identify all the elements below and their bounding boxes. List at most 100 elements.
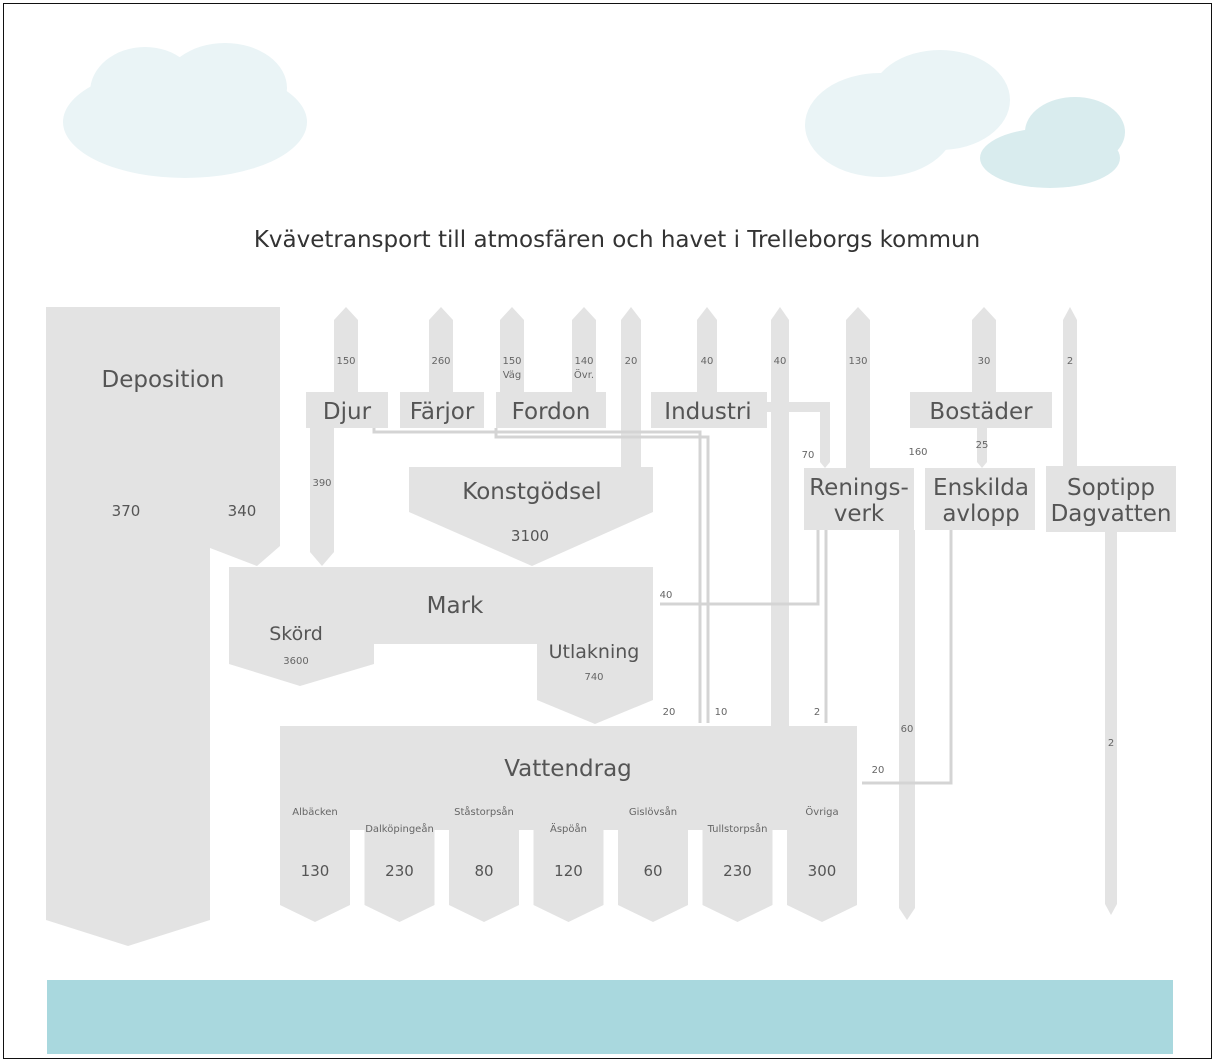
diagram-title: Kvävetransport till atmosfären och havet…	[254, 227, 980, 253]
konstgodsel-block	[409, 467, 653, 566]
arrow-soptipp-to-sea	[1105, 532, 1117, 915]
sea-band	[47, 980, 1173, 1054]
line-djur-to-vattendrag	[372, 428, 702, 723]
arrow-up-fordon-ovr	[572, 307, 596, 394]
river-arrow	[618, 828, 688, 922]
river-value: 300	[808, 862, 837, 880]
value-farjor-up: 260	[431, 356, 450, 367]
line-fordon-to-vattendrag	[494, 428, 710, 723]
river-name: Övriga	[805, 805, 838, 818]
value-enskilda-to-vattendrag: 20	[872, 765, 885, 776]
value-reningsverk-up: 130	[848, 356, 867, 367]
river-arrow	[533, 828, 604, 922]
soptipp-block	[1046, 466, 1176, 532]
utlakning-label: Utlakning	[549, 641, 640, 663]
label-ovr: Övr.	[574, 368, 594, 381]
label-vag: Väg	[503, 370, 522, 381]
value-industri-up: 40	[701, 356, 714, 367]
vattendrag-label: Vattendrag	[504, 756, 632, 782]
deposition-block	[46, 307, 210, 946]
deposition-label: Deposition	[102, 367, 225, 393]
arrow-up-soptipp	[1063, 307, 1077, 470]
utlakning-value: 740	[584, 672, 603, 683]
farjor-label: Färjor	[410, 399, 475, 425]
value-fordon-ovr: 140	[574, 356, 593, 367]
bostader-block	[910, 392, 1052, 428]
skord-value: 3600	[283, 656, 308, 667]
arrow-reningsverk-to-sea	[899, 530, 915, 920]
river-arrow	[702, 828, 773, 922]
cloud-left	[63, 43, 307, 178]
djur-block	[306, 392, 388, 428]
river-arrow	[787, 828, 857, 922]
river-arrow	[364, 828, 435, 922]
konstgodsel-label: Konstgödsel	[462, 479, 601, 505]
mark-block	[229, 567, 653, 724]
mark-label: Mark	[427, 593, 484, 619]
river-name: Ståstorpsån	[454, 805, 514, 818]
value-vattendrag-up: 40	[774, 356, 787, 367]
deposition-value-left: 370	[112, 502, 141, 520]
value-utlakning-to-vattendrag: 20	[663, 707, 676, 718]
river-arrow	[449, 828, 519, 922]
value-industri-to-vattendrag: 10	[715, 707, 728, 718]
river-value: 230	[385, 862, 414, 880]
arrow-bostader-down	[910, 392, 924, 428]
soptipp-label-line1: Soptipp	[1067, 475, 1155, 501]
arrow-up-industri	[697, 307, 717, 394]
river-value: 130	[301, 862, 330, 880]
value-industri-to-reningsverk: 70	[802, 450, 815, 461]
konstgodsel-value: 3100	[511, 527, 549, 545]
value-bostader-to-reningsverk: 160	[908, 447, 927, 458]
enskilda-avlopp-label-line1: Enskilda	[933, 475, 1029, 501]
enskilda-avlopp-block	[925, 468, 1035, 530]
value-bostader-up: 30	[978, 356, 991, 367]
river-name: Albäcken	[292, 807, 338, 818]
value-fordon-vag: 150	[502, 356, 521, 367]
value-djur-up: 150	[336, 356, 355, 367]
river-group: Albäcken 130 Dalköpingeån 230 Ståstorpsån 80 Ä…	[280, 805, 857, 922]
value-soptipp-to-sea: 2	[1108, 738, 1114, 749]
reningsverk-label-line1: Renings-	[809, 475, 909, 501]
farjor-block	[400, 392, 484, 428]
arrow-up-reningsverk	[846, 307, 870, 472]
river-value: 80	[474, 862, 493, 880]
river-arrow	[280, 828, 350, 922]
river-name: Gislövsån	[629, 805, 677, 818]
djur-label: Djur	[323, 399, 372, 425]
cloud-right	[805, 50, 1125, 188]
diagram-frame	[3, 3, 1212, 1059]
river-name: Dalköpingeån	[365, 822, 434, 835]
arrow-djur-to-mark	[310, 428, 334, 566]
value-soptipp-up: 2	[1067, 356, 1073, 367]
arrow-up-konstgodsel	[621, 307, 641, 468]
skord-label: Skörd	[269, 623, 323, 645]
arrow-industri-to-reningsverk	[767, 402, 830, 468]
arrow-up-djur	[334, 307, 358, 394]
line-reningsverk-to-mark	[660, 530, 820, 606]
fordon-label: Fordon	[512, 399, 591, 425]
reningsverk-block	[804, 468, 914, 530]
arrow-up-farjor	[429, 307, 453, 394]
deposition-arrow-to-mark	[210, 307, 280, 566]
river-value: 120	[554, 862, 583, 880]
soptipp-label-line2: Dagvatten	[1051, 501, 1172, 527]
line-enskilda-to-vattendrag	[862, 530, 953, 785]
enskilda-avlopp-label-line2: avlopp	[942, 501, 1019, 527]
value-to-mark: 40	[660, 590, 673, 601]
arrow-up-vattendrag	[771, 307, 789, 730]
vattendrag-block	[280, 726, 857, 830]
arrow-bostader-to-enskilda	[977, 428, 987, 468]
arrow-up-bostader	[972, 307, 996, 394]
river-value: 60	[643, 862, 662, 880]
value-djur-down: 390	[312, 478, 331, 489]
bostader-label: Bostäder	[929, 399, 1033, 425]
river-name: Äspöån	[550, 822, 587, 835]
industri-label: Industri	[664, 399, 751, 425]
industri-block	[651, 392, 767, 428]
fordon-block	[496, 392, 606, 428]
river-name: Tullstorpsån	[707, 822, 768, 835]
arrow-up-fordon-vag	[500, 307, 524, 394]
value-konstgodsel-up: 20	[625, 356, 638, 367]
reningsverk-label-line2: verk	[834, 501, 885, 527]
